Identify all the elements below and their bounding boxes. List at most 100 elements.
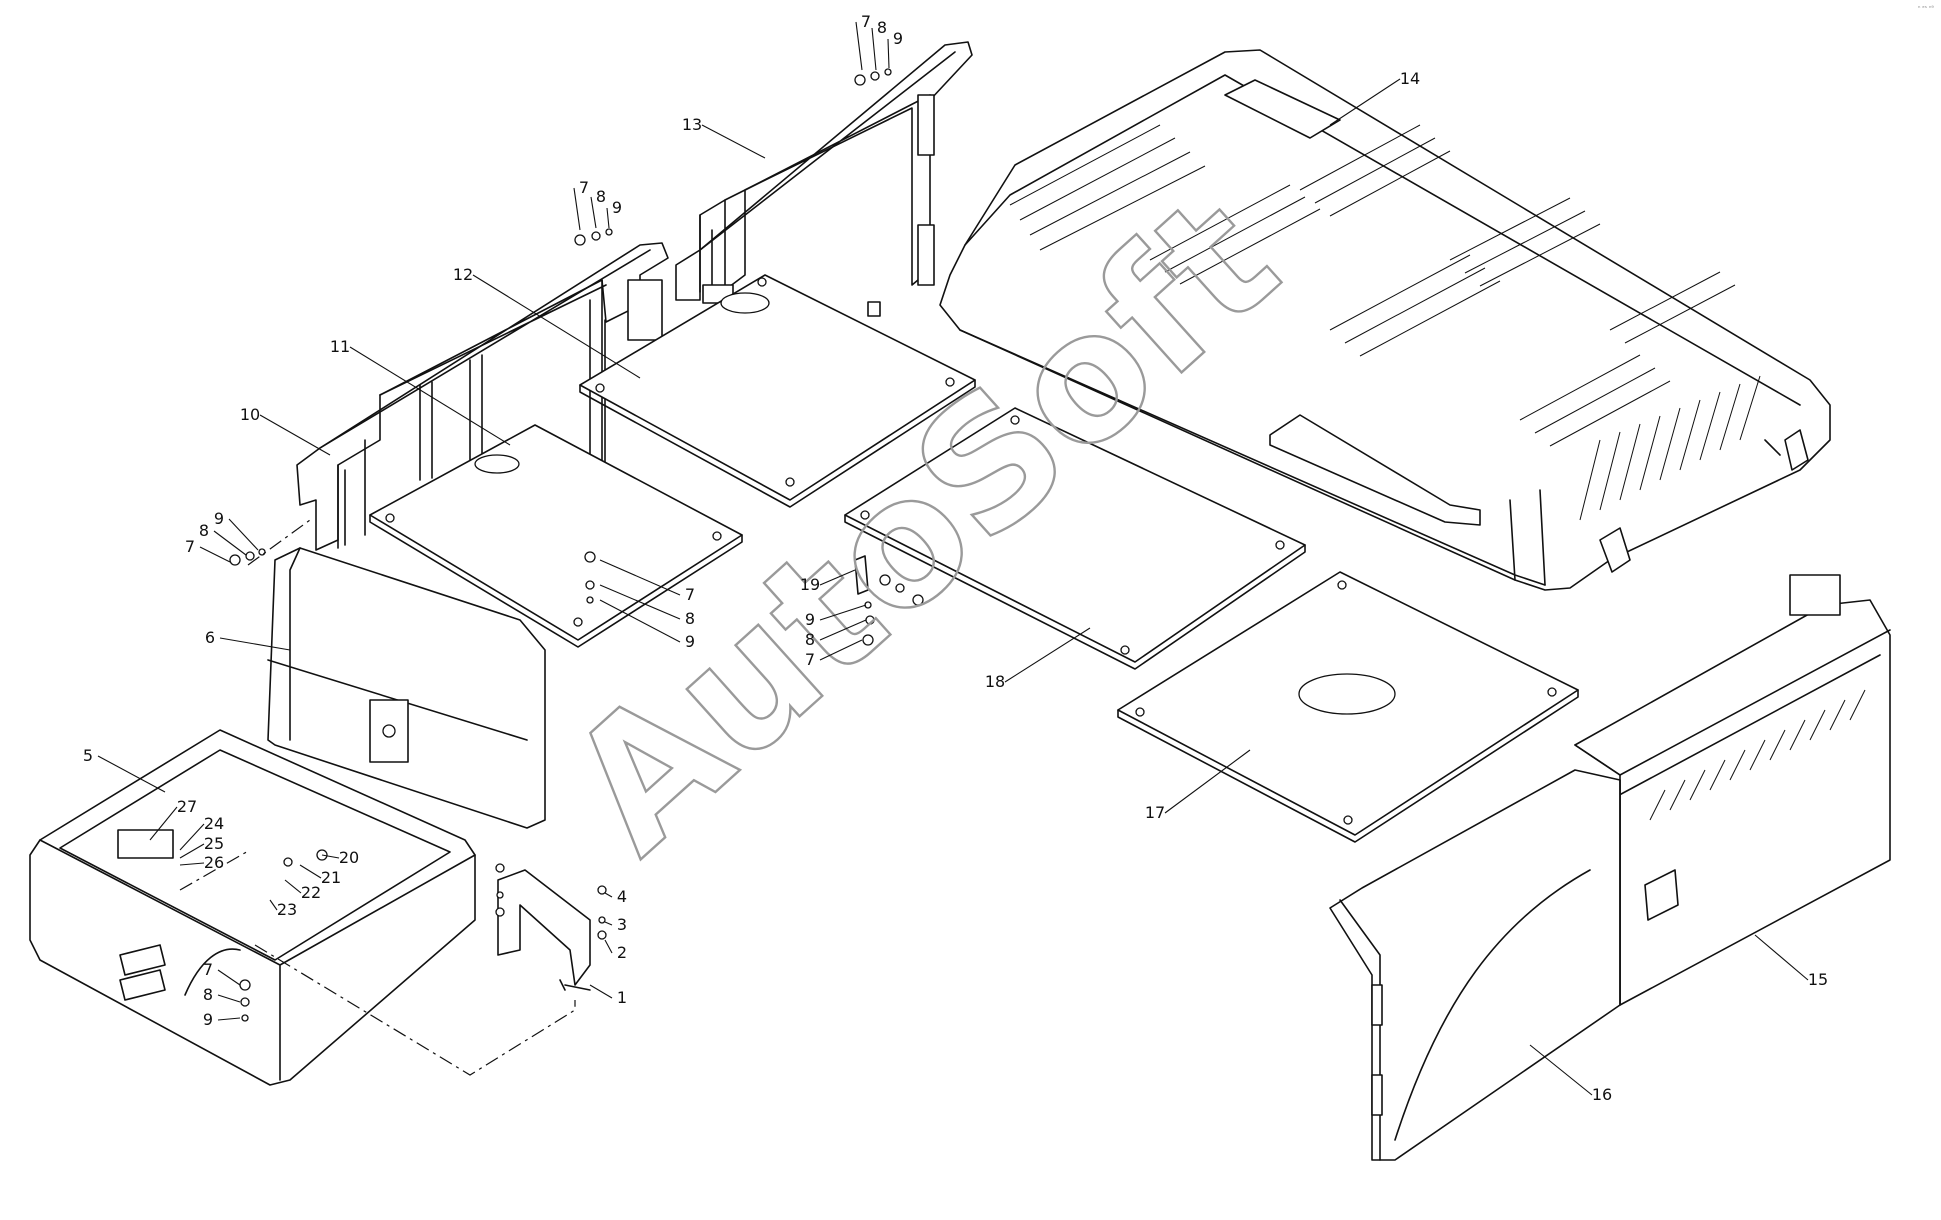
callout-leader — [199, 546, 231, 563]
part-11-lower-plate — [369, 424, 743, 648]
callout-leader — [590, 196, 597, 229]
callout-leader — [1329, 78, 1401, 126]
callout-leader — [599, 599, 681, 643]
callout-leader — [349, 346, 511, 446]
callout-label: 18 — [985, 672, 1005, 691]
hood-vent-slots — [1009, 124, 1761, 521]
callout-leader — [213, 530, 247, 556]
callout-label: 8 — [199, 521, 209, 540]
callout-label: 10 — [240, 405, 260, 424]
callout-leader — [1754, 934, 1809, 981]
side-vent-slots — [1649, 689, 1866, 821]
callout-label: 7 — [203, 960, 213, 979]
callout-label: 7 — [579, 178, 589, 197]
callout-leader — [1529, 1044, 1593, 1096]
callout-label: 25 — [204, 834, 224, 853]
callout-leader — [228, 518, 259, 551]
part-10-left-frame — [296, 242, 669, 551]
callout-label: 17 — [1145, 803, 1165, 822]
part-6-front-cover — [267, 547, 546, 829]
callout-label: 16 — [1592, 1085, 1612, 1104]
callout-label: 1 — [617, 988, 627, 1007]
callout-label: 22 — [301, 883, 321, 902]
callout-label: 4 — [617, 887, 627, 906]
callout-label: 7 — [185, 537, 195, 556]
part-16-left-side-panel — [1329, 769, 1621, 1161]
callout-label: 8 — [596, 187, 606, 206]
callout-leader — [604, 892, 613, 898]
callout-leader — [472, 274, 641, 379]
callout-leader — [599, 559, 681, 596]
callout-label: 9 — [685, 632, 695, 651]
callout-leader — [1004, 627, 1091, 683]
callouts: 1234567891011121314151617181920212223242… — [83, 12, 1828, 1104]
callout-leader — [299, 864, 322, 879]
callout-leader — [701, 124, 766, 159]
callout-label: 5 — [83, 746, 93, 765]
callout-label: 2 — [617, 943, 627, 962]
callout-leader — [604, 939, 613, 954]
callout-label: 19 — [800, 575, 820, 594]
part-1-bracket — [497, 869, 591, 991]
callout-leader — [819, 604, 867, 621]
callout-leader — [149, 806, 178, 841]
callout-leader — [819, 619, 867, 641]
callout-label: 27 — [177, 797, 197, 816]
callout-label: 9 — [893, 29, 903, 48]
callout-label: 8 — [877, 18, 887, 37]
callout-label: 7 — [805, 650, 815, 669]
callout-leader — [573, 187, 581, 231]
part-5-battery-box — [29, 729, 476, 1086]
callout-label: 8 — [685, 609, 695, 628]
callout-leader — [604, 921, 613, 926]
callout-leader — [179, 823, 205, 851]
part-12-upper-plate — [579, 274, 976, 508]
callout-leader — [97, 755, 166, 793]
callout-leader — [179, 862, 205, 866]
callout-leader — [855, 21, 863, 71]
part-17-right-plate — [1117, 571, 1579, 843]
callout-label: 9 — [805, 610, 815, 629]
callout-leader — [259, 414, 331, 456]
callout-label: 26 — [204, 853, 224, 872]
assembly-lines — [179, 519, 576, 1076]
callout-label: 11 — [330, 337, 350, 356]
callout-label: 24 — [204, 814, 224, 833]
callout-leader — [887, 38, 890, 69]
callout-label: 20 — [339, 848, 359, 867]
callout-leader — [871, 27, 877, 71]
callout-label: 23 — [277, 900, 297, 919]
part-15-right-side-panel — [1574, 574, 1891, 1006]
callout-leader — [219, 637, 291, 651]
callout-leader — [819, 569, 856, 586]
callout-label: 7 — [861, 12, 871, 31]
callout-label: 12 — [453, 265, 473, 284]
callout-label: 7 — [685, 585, 695, 604]
callout-leader — [1164, 749, 1251, 814]
callout-label: 8 — [805, 630, 815, 649]
callout-label: 15 — [1808, 970, 1828, 989]
callout-label: 14 — [1400, 69, 1420, 88]
callout-leader — [217, 994, 241, 1003]
callout-leader — [217, 969, 241, 986]
callout-label: 13 — [682, 115, 702, 134]
callout-label: 6 — [205, 628, 215, 647]
part-14-engine-hood — [939, 49, 1831, 591]
callout-leader — [217, 1017, 241, 1021]
callout-leader — [606, 207, 610, 229]
corner-mark: ⁿ ᵉˢ ⁿ⁹ — [1918, 5, 1934, 12]
callout-leader — [269, 899, 278, 911]
callout-leader — [284, 879, 302, 894]
callout-leader — [819, 639, 863, 661]
callout-leader — [589, 984, 613, 999]
part-18-middle-plate — [844, 407, 1306, 670]
callout-leader — [599, 584, 681, 620]
callout-label: 21 — [321, 868, 341, 887]
callout-label: 3 — [617, 915, 627, 934]
callout-label: 9 — [612, 198, 622, 217]
part-13-rear-frame — [675, 41, 973, 317]
callout-label: 9 — [214, 509, 224, 528]
callout-leader — [321, 854, 340, 859]
callout-leader — [179, 843, 205, 859]
